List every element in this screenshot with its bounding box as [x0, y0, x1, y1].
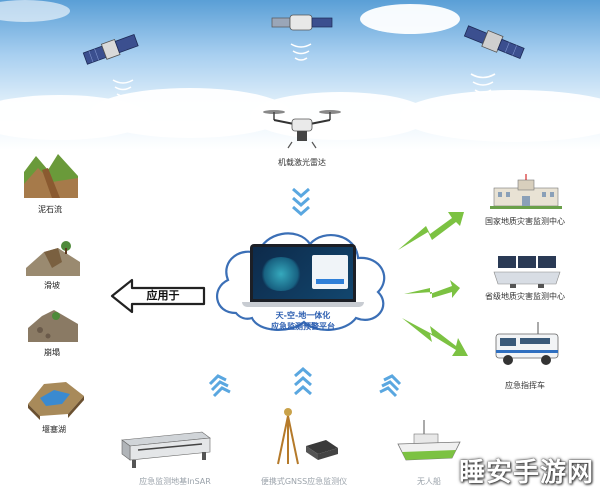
lightning-arrow-icon: [398, 212, 464, 250]
bottom-item-boat-label: 无人船: [417, 477, 441, 486]
signal-waves-icon: [290, 43, 312, 61]
satellite-icon: [82, 34, 139, 65]
gnss-device-icon: [277, 408, 338, 465]
apply-arrow: [110, 278, 206, 314]
debris-flow-icon: [24, 154, 78, 198]
dashboard-map: [259, 257, 303, 291]
drone-icon: [263, 110, 341, 149]
national-center-building-icon: [490, 174, 562, 209]
left-item-debris-flow-label: 泥石流: [38, 205, 62, 214]
satellite-icon: [271, 14, 333, 31]
signal-waves-icon: [112, 79, 134, 97]
bottom-item-insar-label: 应急监测地基InSAR: [139, 477, 211, 486]
platform-title-line1: 天-空-地一体化: [275, 311, 331, 320]
barrier-lake-icon: [28, 382, 84, 420]
laptop-screen: [250, 244, 356, 302]
bottom-item-gnss-label: 便携式GNSS应急监测仪: [260, 477, 348, 486]
up-chevrons-icon: [379, 374, 402, 398]
up-chevrons-icon: [208, 374, 231, 398]
sky-cloud: [0, 0, 70, 22]
watermark-logo: 睡安手游网: [458, 458, 594, 488]
right-item-provincial-center-label: 省级地质灾害监测中心: [485, 292, 565, 301]
left-item-barrier-lake-label: 堰塞湖: [42, 425, 66, 434]
down-chevrons-icon: [292, 187, 310, 216]
insar-device-icon: [121, 431, 211, 468]
up-chevrons-icon: [294, 367, 312, 396]
dashboard-display: [253, 247, 353, 299]
unmanned-boat-icon: [397, 420, 461, 461]
apply-label: 应用于: [146, 289, 180, 302]
landslide-icon: [26, 241, 80, 276]
login-button: [316, 279, 344, 284]
provincial-center-console-icon: [493, 256, 561, 288]
left-item-collapse-label: 崩塌: [44, 348, 60, 357]
platform-title: 天-空-地一体化 应急监测预警平台: [236, 310, 370, 332]
signal-waves-icon: [470, 73, 496, 94]
lightning-arrow-icon: [404, 280, 460, 298]
sky-cloud: [400, 90, 600, 142]
collapse-icon: [28, 310, 78, 342]
left-item-landslide-label: 滑坡: [44, 281, 60, 290]
laptop-base: [242, 302, 364, 307]
airborne-lidar-label: 机载激光雷达: [278, 158, 326, 167]
sky-cloud: [360, 4, 460, 34]
platform-title-line2: 应急监测预警平台: [271, 322, 335, 331]
lightning-arrow-icon: [402, 318, 468, 356]
right-item-national-center-label: 国家地质灾害监测中心: [485, 217, 565, 226]
satellite-icon: [463, 25, 525, 60]
command-vehicle-icon: [495, 322, 559, 365]
right-item-command-vehicle-label: 应急指挥车: [505, 381, 545, 390]
